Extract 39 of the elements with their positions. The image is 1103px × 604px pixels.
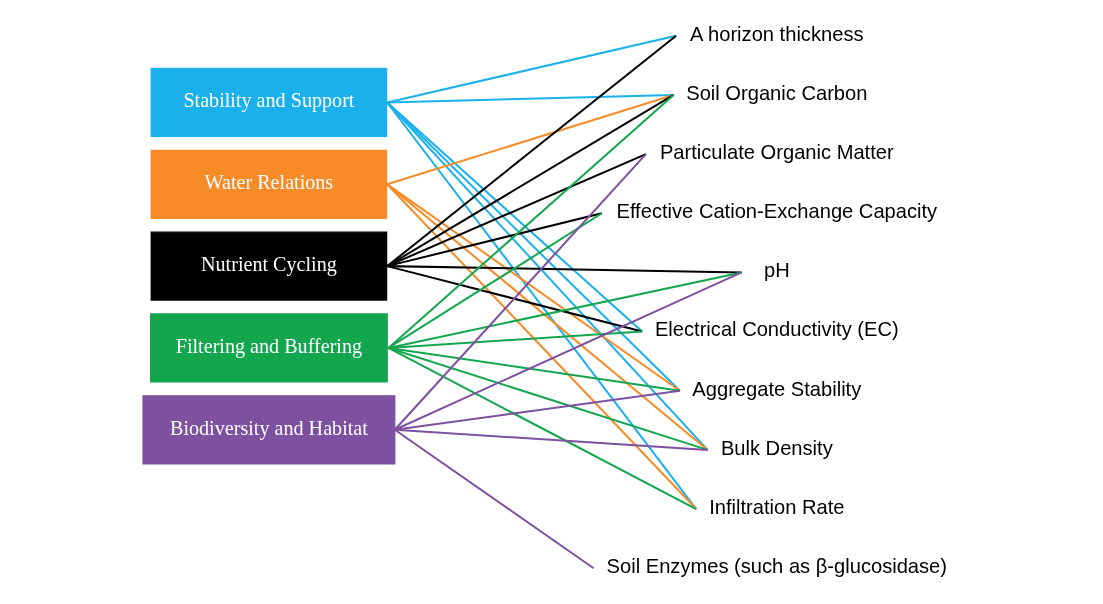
connector <box>388 271 742 349</box>
connector <box>386 94 675 267</box>
connector <box>386 153 647 268</box>
node-box: Biodiversity and Habitat <box>142 395 396 465</box>
node-box: Stability and Support <box>150 67 388 138</box>
connector <box>386 101 681 392</box>
connector <box>387 93 674 104</box>
node-text: Bulk Density <box>720 436 833 459</box>
connector <box>394 428 595 570</box>
connector <box>387 265 643 333</box>
node-text: Aggregate Stability <box>692 377 862 400</box>
connector <box>386 183 681 392</box>
node-text: Infiltration Rate <box>709 495 845 518</box>
connector <box>394 428 708 451</box>
connector <box>386 101 709 451</box>
node-box: Water Relations <box>150 149 388 219</box>
connector <box>386 183 709 451</box>
node-text: Soil Enzymes (such as β-glucosidase) <box>606 555 948 578</box>
node-text: pH <box>763 259 790 282</box>
connector <box>388 347 697 510</box>
connector <box>386 35 677 267</box>
node-box: Nutrient Cycling <box>150 231 388 301</box>
connector <box>386 101 698 510</box>
node-text: Electrical Conductivity (EC) <box>654 318 899 341</box>
connector <box>394 153 647 431</box>
node-text: A horizon thickness <box>690 22 864 45</box>
connector <box>386 94 674 186</box>
connector <box>387 212 603 349</box>
connector <box>388 346 681 392</box>
node-box: Filtering and Buffering <box>149 313 388 383</box>
connector <box>386 183 697 510</box>
connector <box>394 271 742 431</box>
connector <box>387 94 675 349</box>
connector <box>387 265 742 274</box>
connector <box>387 34 677 104</box>
node-text: Effective Cation-Exchange Capacity <box>616 200 938 223</box>
connector <box>388 347 708 451</box>
node-text: Particulate Organic Matter <box>659 140 894 163</box>
node-text: Soil Organic Carbon <box>686 81 868 104</box>
